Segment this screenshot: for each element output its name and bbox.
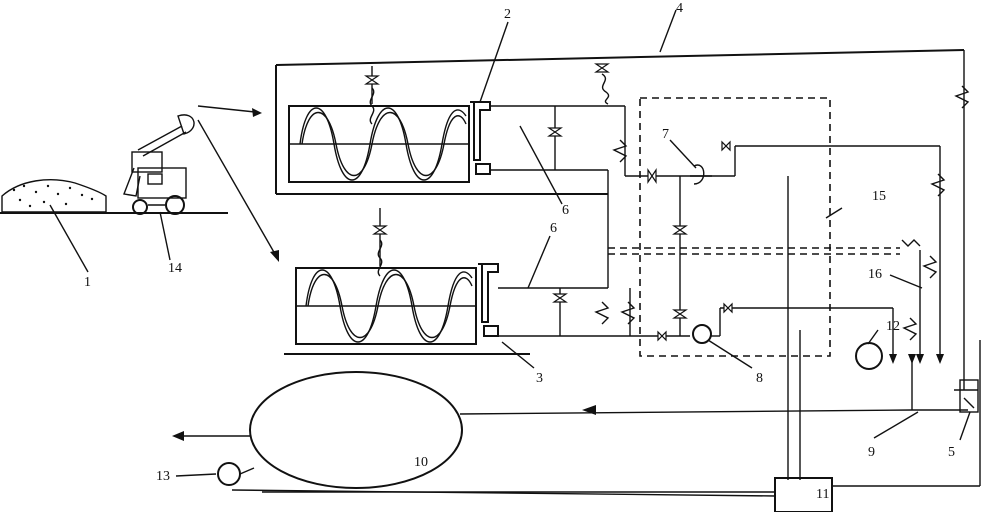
label-2: 2 — [504, 7, 511, 22]
valves — [364, 63, 733, 342]
lower-dryer — [284, 263, 608, 355]
pump-8-symbol — [692, 324, 712, 344]
unit-5 — [959, 379, 979, 413]
label-3: 3 — [536, 371, 543, 386]
label-4: 4 — [676, 1, 683, 16]
label-6-lower: 6 — [550, 221, 557, 236]
label-14: 14 — [168, 261, 182, 276]
label-7: 7 — [662, 127, 669, 142]
number-labels: 1 2 3 4 5 6 6 7 8 9 10 11 12 13 14 15 16 — [84, 1, 955, 502]
material-pile — [0, 179, 228, 273]
flex-lines — [369, 73, 970, 341]
pump-13-symbol — [217, 462, 255, 486]
loader-vehicle — [123, 114, 195, 261]
label-15: 15 — [872, 189, 886, 204]
label-8: 8 — [756, 371, 763, 386]
label-12: 12 — [886, 319, 900, 334]
label-11: 11 — [816, 487, 829, 502]
valve-7 — [690, 164, 712, 185]
pump-12-symbol — [855, 342, 883, 370]
label-5: 5 — [948, 445, 955, 460]
label-6-upper: 6 — [562, 203, 569, 218]
tank — [249, 371, 463, 489]
label-1: 1 — [84, 275, 91, 290]
upper-dryer — [275, 49, 965, 195]
label-9: 9 — [868, 445, 875, 460]
label-10: 10 — [414, 455, 428, 470]
label-13: 13 — [156, 469, 170, 484]
feed-arrowheads — [889, 354, 944, 364]
leader-lines — [175, 9, 971, 477]
pipe-network — [172, 50, 981, 497]
dashed-zone — [608, 97, 900, 357]
label-16: 16 — [868, 267, 882, 282]
feed-arrows — [197, 105, 279, 262]
